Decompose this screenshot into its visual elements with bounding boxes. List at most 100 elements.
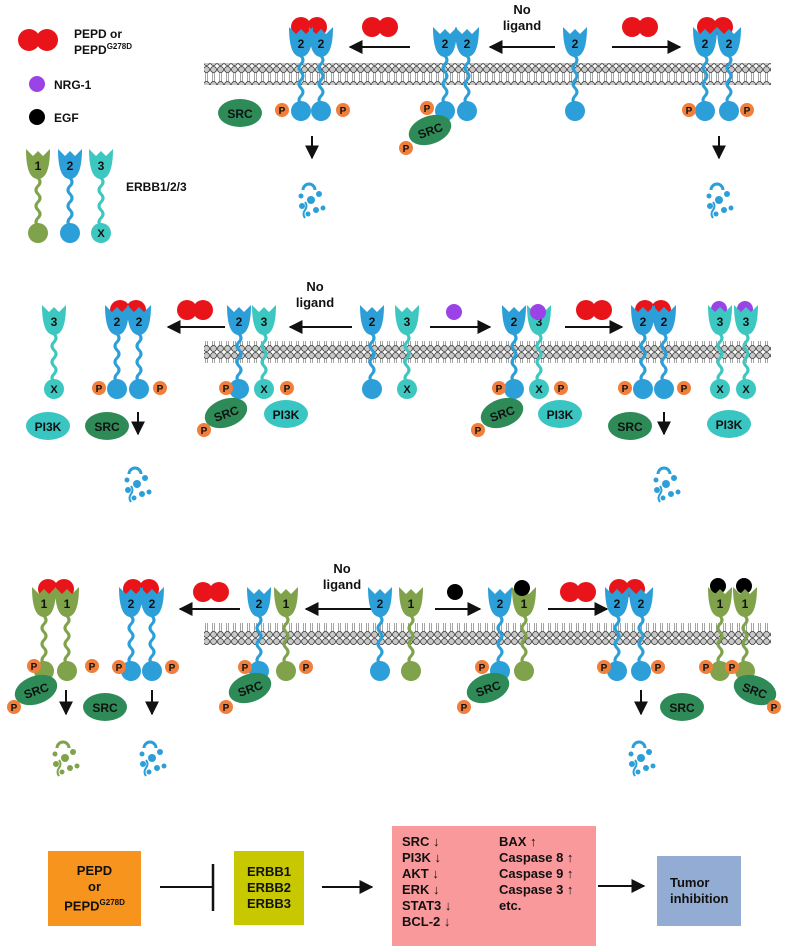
- receptor-id-label: 1: [35, 159, 42, 173]
- effect-item: ERK ↓: [402, 882, 440, 897]
- phosphate-label: P: [558, 384, 565, 395]
- pi3k-label: PI3K: [35, 420, 62, 434]
- erbb3-kinase-dead-mark: X: [97, 228, 105, 240]
- src-label: SRC: [227, 107, 253, 121]
- receptor-id-label: 3: [536, 315, 543, 329]
- erbb2-receptor: 2: [631, 305, 655, 400]
- flow-arrows: [160, 864, 646, 911]
- fragment: [142, 475, 148, 481]
- no-ligand-label: No: [513, 2, 530, 17]
- receptor-id-label: 2: [298, 37, 305, 51]
- fragment: [320, 205, 326, 211]
- src-ellipse: [83, 693, 127, 721]
- phosphate-label: P: [96, 384, 103, 395]
- receptor-kinase-domain: [695, 101, 715, 121]
- fragment: [307, 196, 315, 204]
- phosphate-group: [299, 660, 313, 674]
- receptor-extracellular-domain: [395, 305, 419, 335]
- fragment: [710, 201, 716, 219]
- receptor-kinase-domain: [631, 661, 651, 681]
- receptor-kinase-domain: [370, 661, 390, 681]
- fragment: [139, 751, 145, 757]
- receptor-id-label: 2: [572, 37, 579, 51]
- pi3k-ellipse: [538, 400, 582, 428]
- src-kinase: SRC: [85, 412, 129, 440]
- phosphate-label: P: [284, 384, 291, 395]
- fragment: [671, 475, 677, 481]
- receptor-extracellular-domain: [563, 27, 587, 57]
- effects-box: SRC ↓ PI3K ↓ AKT ↓ ERK ↓ STAT3 ↓ BCL-2 ↓…: [392, 826, 596, 946]
- effects-up-column: BAX ↑ Caspase 8 ↑ Caspase 9 ↑ Caspase 3 …: [499, 834, 596, 914]
- src-kinase: SRC: [83, 693, 127, 721]
- src-ellipse: [480, 397, 524, 429]
- receptor-extracellular-domain: [717, 27, 741, 57]
- receptor-id-label: 3: [98, 159, 105, 173]
- egf-ligand: [736, 578, 752, 594]
- receptor-kinase-domain: [633, 379, 653, 399]
- receptor-id-label: 2: [511, 315, 518, 329]
- phosphate-group: [492, 381, 506, 395]
- legend-pepd-label: PEPD or: [74, 27, 122, 41]
- pepd-box-line3: PEPDG278D: [64, 895, 125, 914]
- fragment: [707, 203, 713, 209]
- fragment: [299, 203, 305, 209]
- src-kinase: SRC: [480, 397, 524, 429]
- fragment: [715, 196, 723, 204]
- erbb2-receptor: 2: [140, 587, 164, 682]
- erbb2-receptor: 2: [717, 27, 741, 122]
- receptor-id-label: 1: [408, 597, 415, 611]
- phosphate-label: P: [424, 104, 431, 115]
- src-kinase: SRC: [660, 693, 704, 721]
- erbb2-receptor: 2: [693, 27, 717, 122]
- phosphate-label: P: [622, 384, 629, 395]
- receptor-extracellular-domain: [708, 587, 732, 617]
- receptor-extracellular-domain: [127, 305, 151, 335]
- egf-ligand: [447, 584, 463, 600]
- receptor-kinase-domain: [457, 101, 477, 121]
- fragment: [142, 740, 158, 749]
- erbb3-receptor: 3X: [734, 305, 758, 400]
- fragment: [53, 761, 59, 767]
- src-kinase: SRC: [218, 99, 262, 127]
- no-ligand-label: No: [306, 279, 323, 294]
- phosphate-label: P: [340, 106, 347, 117]
- fragment: [713, 211, 719, 217]
- receptor-id-label: 1: [283, 597, 290, 611]
- erbb2-receptor: 2: [629, 587, 653, 682]
- src-kinase: SRC: [408, 114, 452, 146]
- receptor-extracellular-domain: [502, 305, 526, 335]
- erbb3-receptor: 3X: [252, 305, 276, 400]
- legend-pepd-dimer: [36, 29, 58, 51]
- erbb2-receptor: 2: [360, 305, 384, 400]
- phosphate-label: P: [601, 663, 608, 674]
- phosphate-label: P: [461, 703, 468, 714]
- cell-membrane: [204, 63, 771, 85]
- fragment: [131, 495, 137, 501]
- pepd-box: PEPD or PEPDG278D: [48, 851, 141, 926]
- pepd-dimer-subunit: [362, 17, 382, 37]
- src-ellipse: [733, 674, 777, 706]
- src-ellipse: [408, 114, 452, 146]
- erbb2-receptor: 2: [368, 587, 392, 682]
- src-kinase: SRC: [204, 397, 248, 429]
- phosphate-group: [219, 700, 233, 714]
- receptor-extracellular-domain: [274, 587, 298, 617]
- fragment: [646, 749, 652, 755]
- phosphate-group: [457, 700, 471, 714]
- phosphate-label: P: [303, 663, 310, 674]
- receptor-id-label: 2: [67, 159, 74, 173]
- pi3k-ellipse: [264, 400, 308, 428]
- erbb3-kinase-dead-mark: X: [403, 384, 411, 396]
- receptor-kinase-domain: [607, 661, 627, 681]
- fragment: [637, 754, 645, 762]
- fragment: [724, 191, 730, 197]
- erbb2-receptor: 2: [127, 305, 151, 400]
- degraded-receptor-fragments: [706, 182, 734, 219]
- fragment: [654, 487, 660, 493]
- phosphate-label: P: [729, 663, 736, 674]
- fragment: [656, 466, 672, 475]
- phosphate-group: [336, 103, 350, 117]
- egf-ligand: [710, 578, 726, 594]
- src-kinase: SRC: [228, 672, 272, 704]
